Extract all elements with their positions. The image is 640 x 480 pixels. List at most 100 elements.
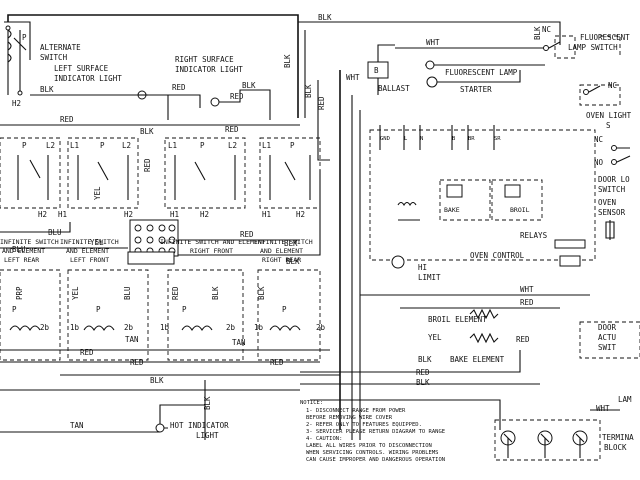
terminal-block: WHT LAM TERMINA BLOCK bbox=[310, 395, 634, 461]
hi-limit-label-1: HI bbox=[418, 263, 427, 272]
h1-terminal-label: H1 bbox=[262, 210, 271, 219]
notice-line-1: 1- DISCONNECT RANGE FROM POWER bbox=[306, 408, 406, 414]
oven-light-switch-label-1: OVEN LIGHT bbox=[586, 111, 632, 120]
no-terminal-label: NO bbox=[594, 158, 604, 167]
left-surface-indicator-light: LEFT SURFACE INDICATOR LIGHT BLK RED bbox=[30, 64, 201, 120]
l2-terminal-label: L2 bbox=[228, 141, 237, 150]
wire-label-red: RED bbox=[171, 286, 180, 300]
left-rear-label-1: INFINITE SWITCH bbox=[0, 238, 59, 246]
right-surface-label-2: INDICATOR LIGHT bbox=[175, 65, 243, 74]
h2-terminal-label: H2 bbox=[296, 210, 305, 219]
wire-label-wht: WHT bbox=[346, 73, 360, 82]
h2-terminal-label: H2 bbox=[38, 210, 47, 219]
left-front-label-1: INFINITE SWITCH bbox=[60, 238, 119, 246]
fluorescent-lamp-label: FLUORESCENT LAMP bbox=[445, 68, 518, 77]
n-terminal-label: N bbox=[420, 136, 423, 142]
wire-label-red: RED bbox=[80, 348, 94, 357]
infinite-elements: 2b 1b 2b 1b 2b 1b 2b P P P P PRP YEL BLU… bbox=[0, 251, 340, 440]
l2-terminal-label: L2 bbox=[122, 141, 131, 150]
door-lock-switch: NC NO DOOR LO SWITCH bbox=[594, 135, 631, 194]
wire-label-blk: BLK bbox=[533, 26, 542, 40]
alternate-switch-label-2: SWITCH bbox=[40, 53, 68, 62]
top-bus-wire bbox=[7, 14, 299, 118]
right-rear-label-1: INFINITE SWITCH bbox=[254, 238, 313, 246]
door-actuator-label-1: DOOR bbox=[598, 323, 617, 332]
p-terminal-label: P bbox=[290, 141, 295, 150]
left-front-label-2: AND ELEMENT bbox=[66, 247, 109, 255]
wire-label-red: RED bbox=[317, 96, 326, 110]
bake-element-label: BAKE ELEMENT bbox=[450, 355, 505, 364]
hot-indicator-label-2: LIGHT bbox=[196, 431, 219, 440]
wire-label-blk: BLK bbox=[284, 239, 298, 248]
wire-label-blu: BLU bbox=[123, 286, 132, 300]
wire-label-blk: BLK bbox=[418, 355, 432, 364]
bake-relay-label: BAKE bbox=[444, 206, 460, 214]
gnd-terminal-label: GND bbox=[380, 136, 390, 142]
alternate-switch: P H2 ALTERNATE SWITCH bbox=[4, 21, 81, 108]
wire-label-blk: BLK bbox=[203, 396, 212, 410]
l1-terminal-label: L1 bbox=[168, 141, 177, 150]
notice-box: NOTICE: 1- DISCONNECT RANGE FROM POWER B… bbox=[300, 400, 445, 463]
l1-terminal-label: L1 bbox=[70, 141, 79, 150]
starter-label: STARTER bbox=[460, 85, 492, 94]
wire-label-red: RED bbox=[230, 92, 244, 101]
notice-line-3: 2- REFER ONLY TO FEATURES EQUIPPED. bbox=[306, 422, 422, 428]
hot-indicator-light: HOT INDICATOR LIGHT bbox=[155, 404, 229, 440]
wire-label-red: RED bbox=[516, 335, 530, 344]
terminal-block-label-3: BLOCK bbox=[604, 443, 627, 452]
notice-line-8: CAN CAUSE IMPROPER AND DANGEROUS OPERATI… bbox=[306, 457, 445, 463]
left-front-label-3: LEFT FRONT bbox=[70, 256, 109, 264]
left-surface-label-1: LEFT SURFACE bbox=[54, 64, 109, 73]
fluorescent-switch-label-2: LAMP SWITCH bbox=[568, 43, 618, 52]
l-terminal-label: L bbox=[404, 136, 408, 142]
notice-line-5: 4- CAUTION: bbox=[306, 436, 342, 442]
wire-label-red: RED bbox=[143, 158, 152, 172]
wire-label-blk: BLK bbox=[40, 85, 54, 94]
left-surface-label-2: INDICATOR LIGHT bbox=[54, 74, 122, 83]
terminal-2b-label: 2b bbox=[40, 323, 50, 332]
hi-limit-label-2: LIMIT bbox=[418, 273, 441, 282]
p-terminal-label: P bbox=[22, 141, 27, 150]
door-lock-label-1: DOOR LO bbox=[598, 175, 630, 184]
left-rear-label-2: AND ELEMENT bbox=[2, 247, 45, 255]
door-lock-label-2: SWITCH bbox=[598, 185, 626, 194]
wire-label-red: RED bbox=[240, 230, 254, 239]
b-terminal-label: B bbox=[452, 136, 456, 142]
p-terminal-label: P bbox=[100, 141, 105, 150]
terminal-grid bbox=[129, 219, 179, 257]
h2-terminal-label: H2 bbox=[200, 210, 209, 219]
terminal-1b-label: 1b bbox=[160, 323, 170, 332]
notice-line-7: WHEN SERVICING CONTROLS. WIRING PROBLEMS bbox=[306, 450, 438, 456]
br-terminal-label: BR bbox=[468, 136, 475, 142]
p-terminal-label: P bbox=[12, 305, 17, 314]
relays-label: RELAYS bbox=[520, 231, 548, 240]
wire-label-blk: BLK bbox=[286, 257, 300, 266]
alternate-switch-label-1: ALTERNATE bbox=[40, 43, 81, 52]
p-terminal-label: P bbox=[182, 305, 187, 314]
l1-terminal-label: L1 bbox=[262, 141, 271, 150]
infinite-switch-labels: INFINITE SWITCH AND ELEMENT LEFT REAR IN… bbox=[0, 238, 313, 264]
h2-terminal-label: H2 bbox=[124, 210, 133, 219]
notice-line-6: LABEL ALL WIRES PRIOR TO DISCONNECTION bbox=[306, 443, 432, 449]
terminal-1b-label: 1b bbox=[70, 323, 80, 332]
wire-label-blk: BLK bbox=[416, 378, 430, 387]
wire-label-prp: PRP bbox=[15, 286, 24, 300]
wire-label-yel: YEL bbox=[93, 186, 102, 200]
right-front-label-2: RIGHT FRONT bbox=[190, 247, 233, 255]
wire-label-wht: WHT bbox=[596, 404, 610, 413]
wire-label-wht: WHT bbox=[426, 38, 440, 47]
left-rear-label-3: LEFT REAR bbox=[4, 256, 39, 264]
hi-limit-and-elements: HI LIMIT WHT RED BROIL ELEMENT YEL RED B… bbox=[300, 70, 640, 440]
terminal-2b-label: 2b bbox=[124, 323, 134, 332]
terminal-1b-label: 1b bbox=[254, 323, 264, 332]
wire-label-tan: TAN bbox=[70, 421, 84, 430]
terminal-block-label-1: LAM bbox=[618, 395, 632, 404]
top-blk-wire bbox=[298, 21, 561, 45]
oven-light-switch: NC OVEN LIGHT S bbox=[579, 81, 632, 130]
wire-label-blk: BLK bbox=[304, 84, 313, 98]
wire-label-yel: YEL bbox=[428, 333, 442, 342]
wire-label-blk: BLK bbox=[257, 286, 266, 300]
sr-terminal-label: SR bbox=[494, 136, 501, 142]
notice-line-2: BEFORE REMOVING WIRE COVER bbox=[306, 415, 393, 421]
